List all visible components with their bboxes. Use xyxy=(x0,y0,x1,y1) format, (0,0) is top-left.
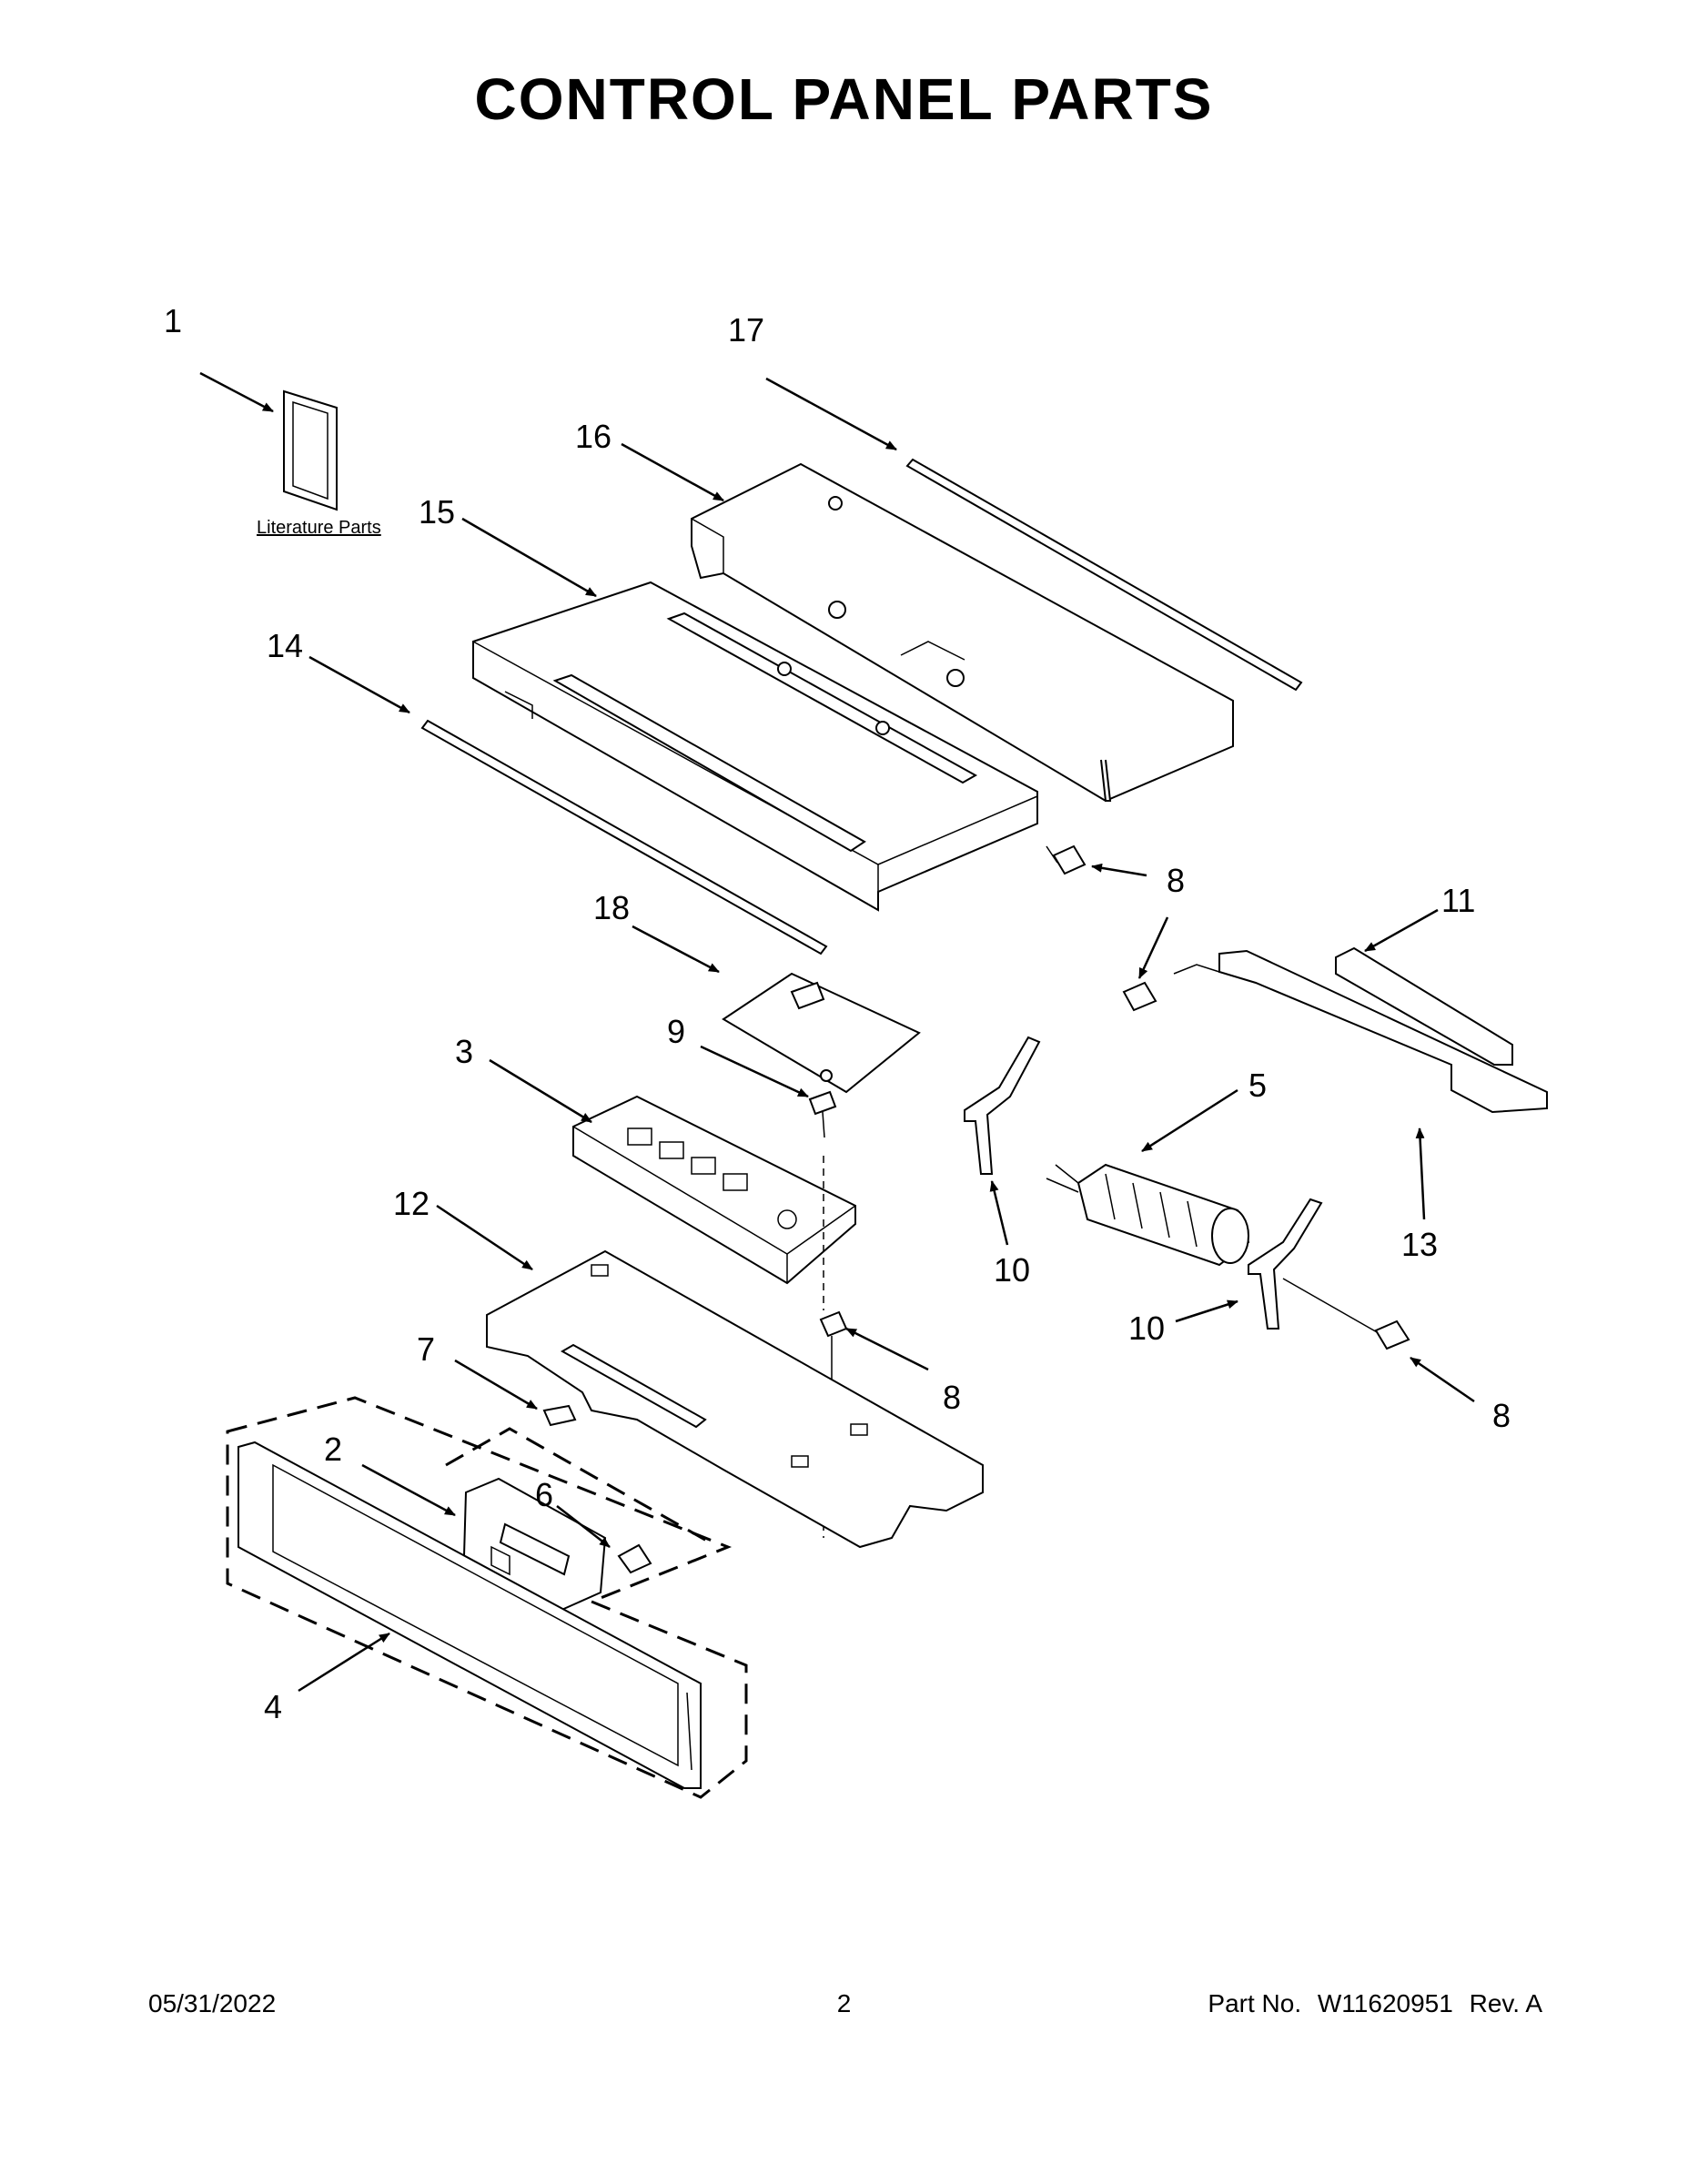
part-number-label: Part No. xyxy=(1208,1989,1302,2017)
callout-1: 1 xyxy=(164,302,182,339)
callout-16: 16 xyxy=(575,418,612,455)
footer-part-info: Part No. W11620951 Rev. A xyxy=(1198,1989,1542,2018)
mounting-plate-part xyxy=(486,1249,984,1549)
footer-date: 05/31/2022 xyxy=(148,1989,277,2017)
page-title: CONTROL PANEL PARTS xyxy=(474,66,1214,132)
mounting-bracket-left-part xyxy=(964,1036,1041,1175)
callout-15: 15 xyxy=(419,493,455,531)
cover-sheet-part xyxy=(722,972,921,1094)
callout-8-center: 8 xyxy=(943,1379,961,1416)
literature-parts-label: Literature Parts xyxy=(257,518,381,538)
callout-7: 7 xyxy=(417,1330,435,1368)
revision: Rev. A xyxy=(1469,1989,1542,2017)
literature-parts-booklet: Literature Parts xyxy=(257,389,381,538)
callout-18: 18 xyxy=(593,889,630,926)
callout-13: 13 xyxy=(1401,1226,1438,1263)
callout-4: 4 xyxy=(264,1688,282,1725)
callout-12: 12 xyxy=(393,1185,430,1222)
ui-board-assembly-outline xyxy=(445,1427,711,1544)
callout-5: 5 xyxy=(1248,1067,1267,1104)
clip-part xyxy=(542,1404,577,1427)
leader-lines xyxy=(199,371,1475,1693)
screw-part-9 xyxy=(808,1090,837,1138)
rear-cover-part xyxy=(691,462,1234,803)
callout-labels: 1 17 16 15 14 8 11 18 8 9 3 5 12 10 13 1… xyxy=(164,302,1511,1725)
control-panel-trim-part xyxy=(238,1441,702,1789)
footer-page-number: 2 xyxy=(836,1989,852,2017)
screw-part-6 xyxy=(617,1543,652,1574)
callout-6: 6 xyxy=(535,1476,553,1513)
callout-3: 3 xyxy=(455,1033,473,1070)
callout-8-upper: 8 xyxy=(1167,862,1185,899)
mounting-bracket-right-part xyxy=(1248,1198,1380,1334)
control-panel-housing-part xyxy=(472,581,1038,912)
callout-11: 11 xyxy=(1441,882,1475,919)
control-board-part xyxy=(572,1095,856,1285)
callout-10-left: 10 xyxy=(994,1251,1030,1289)
callout-17: 17 xyxy=(728,311,764,349)
foam-strip-part xyxy=(1335,946,1513,1066)
part-number: W11620951 xyxy=(1317,1989,1453,2017)
screw-part-center xyxy=(819,1310,848,1383)
callout-8-lower-right: 8 xyxy=(1492,1397,1511,1434)
user-interface-board-part xyxy=(462,1477,607,1613)
bracket-part xyxy=(1122,949,1548,1114)
callout-10-right: 10 xyxy=(1128,1309,1165,1347)
callout-14: 14 xyxy=(267,627,303,664)
blower-fan-part xyxy=(1046,1163,1250,1267)
screw-part-upper xyxy=(1046,844,1087,875)
screw-part-lower-right xyxy=(1374,1320,1410,1350)
callout-9: 9 xyxy=(667,1013,685,1050)
rear-strip-part xyxy=(905,458,1303,692)
callout-2: 2 xyxy=(324,1431,342,1468)
front-strip-part xyxy=(420,719,828,956)
